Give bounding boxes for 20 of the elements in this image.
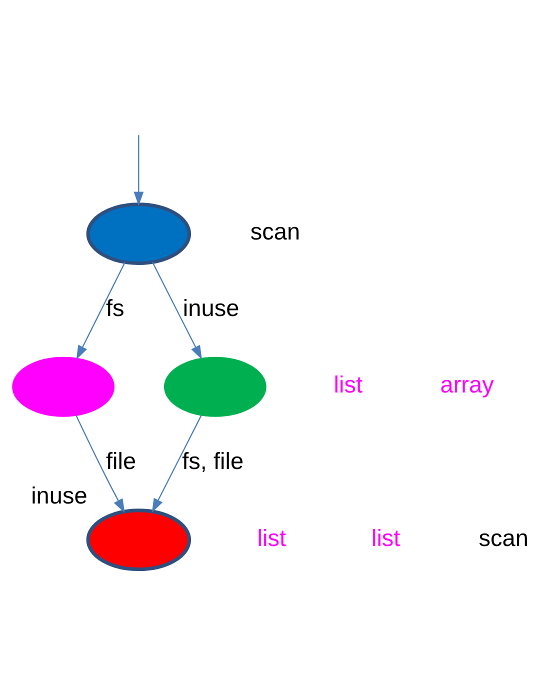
edge-label: file [106, 448, 136, 474]
edge-label: inuse [182, 295, 240, 322]
node-ellipse [12, 356, 115, 417]
arrow [76, 262, 126, 360]
arrow [134, 135, 144, 206]
label: array [440, 372, 494, 398]
label: scan [478, 524, 528, 551]
node-label: inuse [31, 482, 88, 508]
label: list [257, 524, 286, 551]
label: list [371, 524, 400, 551]
label: list [334, 372, 363, 398]
label: scan [250, 218, 300, 245]
edge-label: fs, file [182, 448, 244, 474]
arrow [76, 415, 125, 514]
arrow [152, 262, 202, 360]
node-ellipse [86, 202, 192, 266]
edge-label: fs [106, 295, 124, 322]
node-ellipse [164, 356, 266, 417]
arrow [152, 415, 202, 513]
node-ellipse [86, 508, 192, 572]
